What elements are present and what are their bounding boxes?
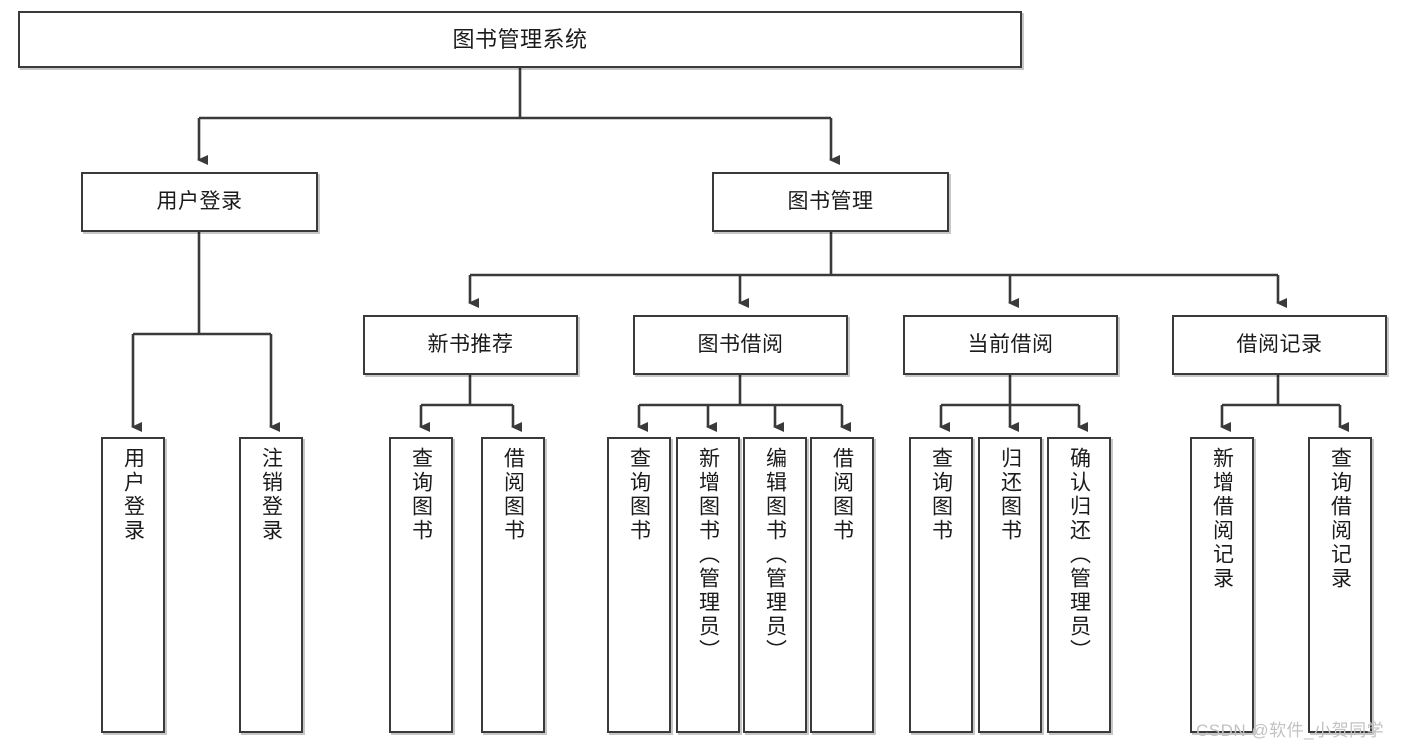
node-new-book-recommend[interactable]: 新书推荐 [363, 315, 578, 375]
node-book-management-label: 图书管理 [787, 189, 874, 213]
node-leaf-edit-book[interactable]: 编辑图书（管理员） [743, 437, 807, 733]
node-leaf-return-book[interactable]: 归还图书 [978, 437, 1042, 733]
node-leaf-logout-label: 注销登录 [259, 447, 283, 543]
node-user-login-label: 用户登录 [156, 189, 243, 213]
node-root[interactable]: 图书管理系统 [18, 11, 1022, 68]
node-borrow-record[interactable]: 借阅记录 [1172, 315, 1387, 375]
node-current-borrow[interactable]: 当前借阅 [903, 315, 1118, 375]
node-new-book-recommend-label: 新书推荐 [427, 332, 514, 356]
node-leaf-query-book-3-label: 查询图书 [929, 447, 953, 543]
node-leaf-user-login-label: 用户登录 [121, 447, 145, 543]
node-leaf-return-book-label: 归还图书 [998, 447, 1022, 543]
watermark: CSDN @软件_小贺同学 [1196, 721, 1385, 740]
node-leaf-borrow-book-1[interactable]: 借阅图书 [481, 437, 545, 733]
node-book-borrow[interactable]: 图书借阅 [633, 315, 848, 375]
node-borrow-record-label: 借阅记录 [1236, 332, 1323, 356]
node-root-label: 图书管理系统 [452, 26, 588, 52]
node-book-management[interactable]: 图书管理 [712, 172, 949, 232]
node-leaf-logout[interactable]: 注销登录 [239, 437, 303, 733]
node-leaf-borrow-book-2-label: 借阅图书 [830, 447, 854, 543]
node-leaf-confirm-return[interactable]: 确认归还（管理员） [1047, 437, 1111, 733]
node-leaf-add-book[interactable]: 新增图书（管理员） [676, 437, 740, 733]
node-current-borrow-label: 当前借阅 [967, 332, 1054, 356]
node-leaf-query-record-label: 查询借阅记录 [1328, 447, 1352, 591]
node-leaf-add-record[interactable]: 新增借阅记录 [1190, 437, 1254, 733]
node-leaf-add-record-label: 新增借阅记录 [1210, 447, 1234, 591]
node-leaf-add-book-label: 新增图书（管理员） [696, 447, 720, 663]
node-user-login[interactable]: 用户登录 [81, 172, 318, 232]
node-leaf-borrow-book-2[interactable]: 借阅图书 [810, 437, 874, 733]
node-leaf-borrow-book-1-label: 借阅图书 [501, 447, 525, 543]
node-leaf-query-book-3[interactable]: 查询图书 [909, 437, 973, 733]
node-leaf-user-login[interactable]: 用户登录 [101, 437, 165, 733]
node-leaf-query-record[interactable]: 查询借阅记录 [1308, 437, 1372, 733]
node-leaf-query-book-1-label: 查询图书 [409, 447, 433, 543]
node-leaf-query-book-2[interactable]: 查询图书 [607, 437, 671, 733]
node-leaf-edit-book-label: 编辑图书（管理员） [763, 447, 787, 663]
node-leaf-query-book-1[interactable]: 查询图书 [389, 437, 453, 733]
node-leaf-confirm-return-label: 确认归还（管理员） [1067, 447, 1091, 663]
node-leaf-query-book-2-label: 查询图书 [627, 447, 651, 543]
node-book-borrow-label: 图书借阅 [697, 332, 784, 356]
